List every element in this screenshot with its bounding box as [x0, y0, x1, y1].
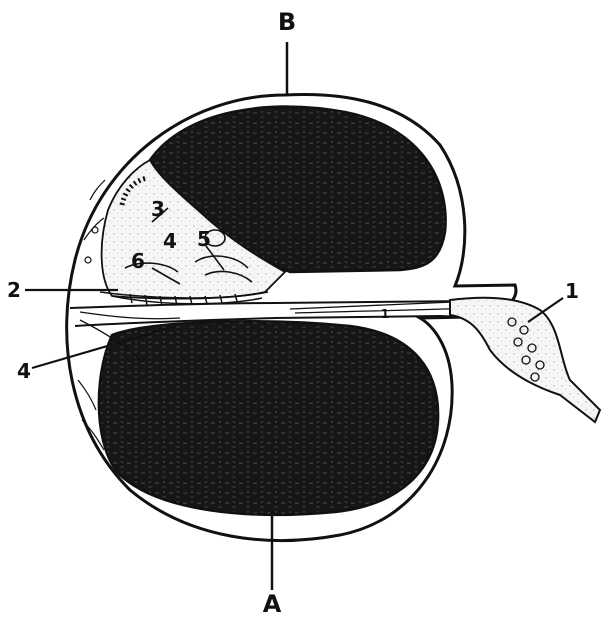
- label-callout-1: 1: [565, 279, 579, 303]
- label-callout-2: 2: [7, 278, 21, 302]
- label-inner-3: 3: [151, 197, 165, 221]
- label-callout-1-small: 1: [381, 307, 389, 321]
- spiral-ganglion: [450, 298, 600, 422]
- label-inner-5: 5: [197, 227, 211, 251]
- label-inner-6: 6: [131, 249, 145, 273]
- label-callout-4: 4: [17, 359, 31, 383]
- label-b: B: [278, 8, 296, 36]
- label-a: A: [263, 590, 282, 618]
- label-inner-4: 4: [163, 229, 177, 253]
- lower-chamber: [99, 321, 438, 514]
